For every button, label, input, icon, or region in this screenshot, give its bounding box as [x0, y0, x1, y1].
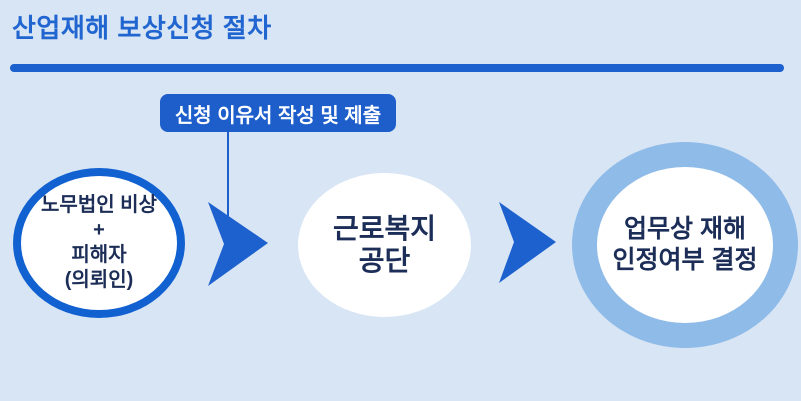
callout-connector-line [227, 132, 229, 222]
step-line: 노무법인 비상 [41, 194, 157, 216]
arrow-right-icon [499, 202, 556, 285]
step-line: 인정여부 결정 [612, 246, 758, 274]
step-line: 업무상 재해 [624, 214, 746, 243]
step-circle-decision: 업무상 재해 인정여부 결정 [572, 142, 798, 348]
step-circle-agency: 근로복지 공단 [298, 173, 471, 317]
step-line: (의뢰인) [64, 269, 134, 291]
step-line: + [93, 219, 105, 241]
callout-label-text: 신청 이유서 작성 및 제출 [174, 104, 382, 127]
step-line: 피해자 [71, 244, 127, 266]
step-circle-applicant: 노무법인 비상 + 피해자 (의뢰인) [13, 168, 185, 318]
callout-submission-label: 신청 이유서 작성 및 제출 [160, 94, 396, 132]
title-underline [10, 64, 784, 72]
step-line: 근로복지 [332, 212, 437, 244]
page-title: 산업재해 보상신청 절차 [12, 13, 272, 43]
arrow-right-icon [208, 202, 268, 288]
step-line: 공단 [358, 245, 411, 276]
